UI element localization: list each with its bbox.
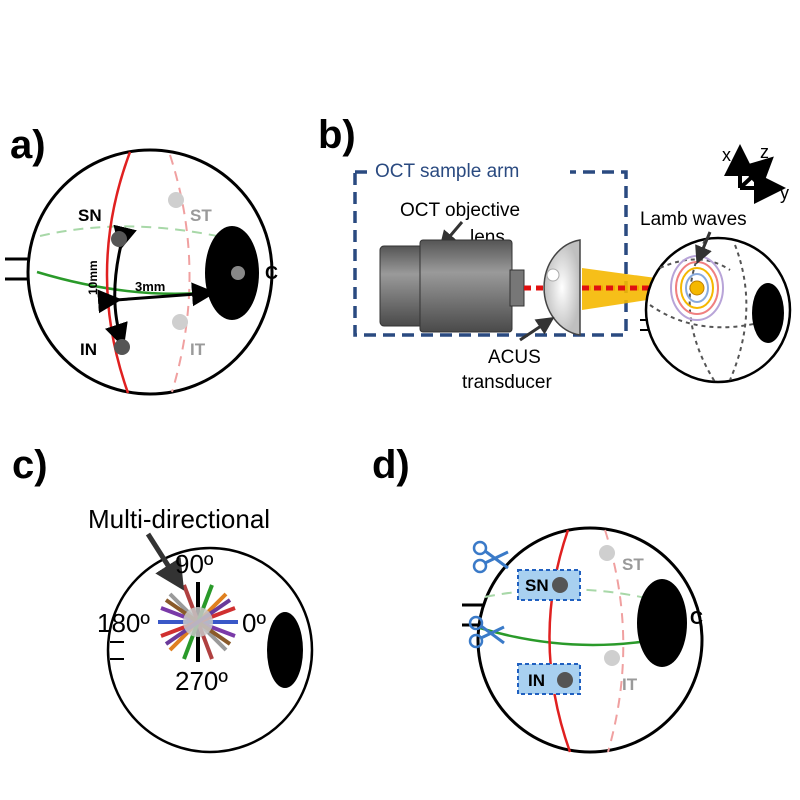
eye-globe-b xyxy=(644,236,792,384)
lamb-wave-center xyxy=(689,280,705,296)
lamb-wave-ring-4 xyxy=(685,273,709,303)
meridian-dashed-d xyxy=(604,529,625,753)
meridian-solid-d xyxy=(548,529,572,753)
eye-b-dashed-upper xyxy=(659,258,731,271)
point-in-d xyxy=(557,672,573,688)
transducer-label-line2: transducer xyxy=(462,372,552,393)
label-it-a: IT xyxy=(190,340,206,359)
lamb-waves-label: Lamb waves xyxy=(640,209,747,230)
label-in-d: IN xyxy=(528,671,545,690)
panel-c: c) Multi-directional 90º 0º 180º 270º xyxy=(12,443,314,754)
label-st-d: ST xyxy=(622,555,644,574)
cornea-c xyxy=(267,612,303,688)
sample-arm-label-bg xyxy=(370,158,570,184)
angle-270: 270º xyxy=(175,666,228,696)
point-st-a xyxy=(168,192,184,208)
panel-c-label: c) xyxy=(12,443,48,487)
angle-90: 90º xyxy=(175,549,214,579)
point-sn-d xyxy=(552,577,568,593)
eye-b-dashed-equator xyxy=(649,304,771,329)
patch-sn xyxy=(517,569,581,601)
point-sn-a xyxy=(111,231,127,247)
label-sn-a: SN xyxy=(78,206,102,225)
sample-arm-label: OCT sample arm xyxy=(375,161,519,182)
label-in-a: IN xyxy=(80,340,97,359)
scissors-icon xyxy=(472,540,509,574)
cornea-center-a xyxy=(231,266,245,280)
angle-0: 0º xyxy=(242,608,266,638)
panel-a: a) SN ST IN IT C 10mm 3mm xyxy=(5,123,278,396)
panel-b-label: b) xyxy=(318,113,356,157)
point-in-a xyxy=(114,339,130,355)
panel-d-label: d) xyxy=(372,443,410,487)
point-it-a xyxy=(172,314,188,330)
point-st-d xyxy=(599,545,615,561)
objective-tip xyxy=(509,269,525,307)
label-c-a: C xyxy=(265,263,278,283)
objective-label-line1: OCT objective xyxy=(400,200,520,221)
transducer-label-arrow xyxy=(519,317,555,342)
label-10mm: 10mm xyxy=(86,260,100,295)
meridian-dashed-a xyxy=(169,154,191,393)
objective-label-arrow xyxy=(439,221,464,249)
label-3mm: 3mm xyxy=(135,279,165,294)
lamb-wave-ring-3 xyxy=(680,267,714,309)
ray-center-disk xyxy=(183,607,213,637)
label-c-d: C xyxy=(690,608,703,628)
label-it-d: IT xyxy=(622,675,638,694)
cornea-d xyxy=(637,579,687,667)
arrow-3mm xyxy=(97,282,216,314)
axis-y-label: y xyxy=(780,183,789,203)
scissors-icon-2 xyxy=(468,615,505,649)
label-sn-d: SN xyxy=(525,576,549,595)
eye-globe-a xyxy=(26,148,274,396)
ultrasound-beam xyxy=(582,268,700,310)
angle-180: 180º xyxy=(97,608,150,638)
objective-body-front xyxy=(419,239,513,333)
transducer-label-line1: ACUS xyxy=(488,347,541,368)
acus-transducer xyxy=(543,239,581,336)
panel-a-label: a) xyxy=(10,123,46,167)
axis-z-arrow xyxy=(738,156,774,191)
label-st-a: ST xyxy=(190,206,212,225)
point-it-d xyxy=(604,650,620,666)
panel-b: b) OCT sample arm OCT objective lens ACU… xyxy=(318,113,792,393)
axis-x-label: x xyxy=(722,145,731,165)
multi-directional-arrow xyxy=(145,532,185,591)
cornea-b xyxy=(752,283,784,343)
lamb-waves-arrow xyxy=(695,231,712,265)
equator-solid-d xyxy=(479,626,641,647)
objective-body-rear xyxy=(379,245,426,327)
eye-b-dashed-meridian-2 xyxy=(729,244,748,381)
acus-transducer-highlight xyxy=(546,268,560,282)
axis-z-label: z xyxy=(760,142,769,162)
panel-d: d) SN ST IN IT C xyxy=(372,443,704,754)
multi-directional-label: Multi-directional xyxy=(88,504,270,534)
